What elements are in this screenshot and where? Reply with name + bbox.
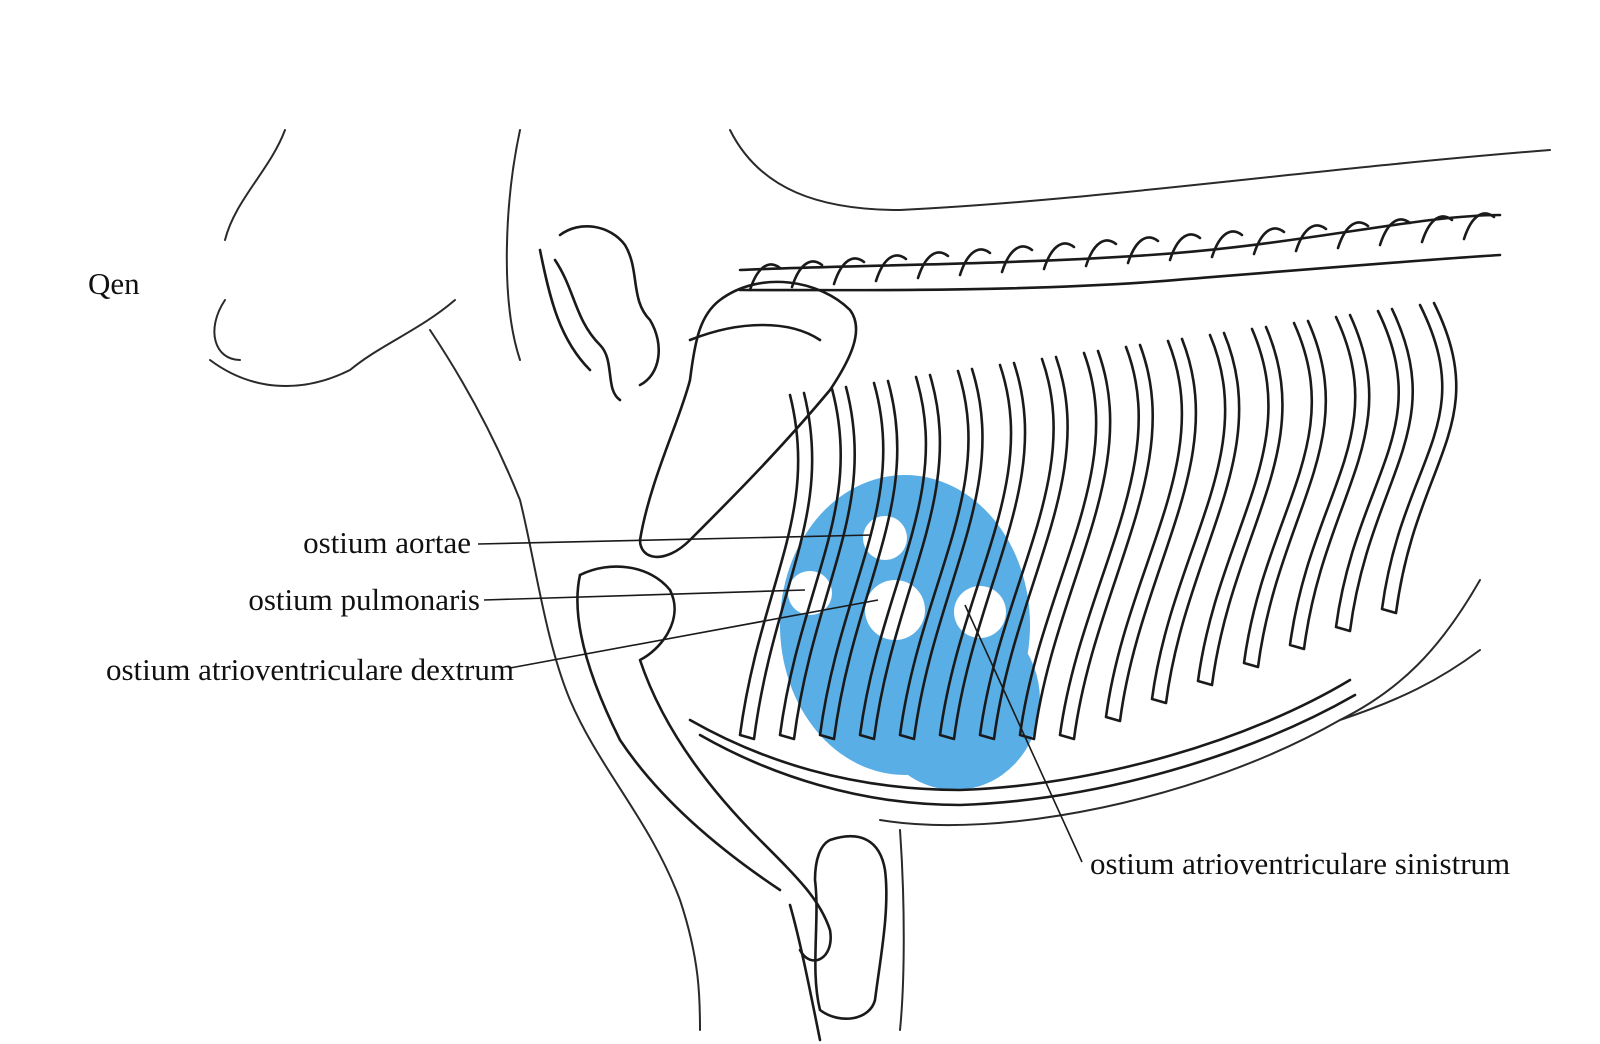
rib (1018, 349, 1112, 741)
rib (938, 361, 1027, 741)
spinous-process (1462, 212, 1496, 241)
flank-line (1339, 649, 1481, 721)
foreleg (576, 565, 888, 1042)
rib (1288, 313, 1371, 651)
vertebra-c1 (558, 225, 661, 387)
sternum (688, 678, 1357, 807)
spinous-process (874, 254, 908, 283)
belly-line (879, 579, 1481, 827)
spinous-process (832, 257, 866, 286)
sternum-upper (688, 678, 1352, 792)
figure-title: Qen (88, 266, 140, 301)
spine-lower (738, 253, 1502, 292)
back-line (729, 129, 1551, 212)
ostium-dextrum-spot (865, 580, 925, 640)
spinous-process (790, 260, 824, 289)
leader-sinistrum (964, 604, 1083, 863)
rib (1058, 343, 1155, 741)
label-ostium-atrioventriculare-dextrum: ostium atrioventriculare dextrum (105, 652, 514, 687)
throat-line (209, 299, 456, 387)
rib (738, 391, 814, 741)
spinous-process (1336, 221, 1370, 250)
forearm-line (788, 903, 822, 1042)
spinous-process (1000, 245, 1034, 274)
spinous-process (1378, 218, 1412, 247)
spinous-process (1210, 230, 1244, 259)
spinous-process (916, 251, 950, 280)
label-ostium-atrioventriculare-sinistrum: ostium atrioventriculare sinistrum (1090, 846, 1511, 881)
rib (1334, 307, 1415, 633)
spinous-process (1252, 227, 1286, 256)
radius (813, 835, 888, 1020)
sternum-lower (698, 693, 1357, 807)
neck-crest (505, 129, 521, 361)
vertebra-c3 (538, 248, 592, 372)
leader-aortae (477, 534, 873, 545)
scapula-blade (638, 280, 858, 559)
rib (818, 379, 899, 741)
humerus (578, 565, 832, 962)
heart-area (780, 475, 1040, 790)
spinous-process (1294, 224, 1328, 253)
scapula (638, 280, 858, 559)
elbow-line (899, 829, 905, 1031)
rib (858, 373, 942, 741)
thoracic-spine (738, 212, 1502, 292)
vertebra-c2 (553, 258, 622, 402)
spinous-process (1042, 242, 1076, 271)
spinous-process (1084, 239, 1118, 268)
rib (978, 355, 1069, 741)
body-outline (209, 129, 1551, 1031)
rib (898, 367, 984, 741)
rib (1150, 331, 1241, 705)
leader-lines (477, 534, 1083, 863)
rib (778, 385, 857, 741)
rib (1196, 325, 1284, 687)
leader-pulmonaris (483, 589, 806, 601)
ostium-sinistrum-spot (954, 586, 1006, 638)
spine-upper (738, 213, 1502, 272)
ostium-pulmonaris-spot (788, 571, 832, 615)
humerus-front (576, 573, 782, 892)
label-ostium-aortae: ostium aortae (303, 525, 471, 560)
mane-line (224, 129, 286, 241)
jaw-curve (213, 299, 241, 361)
leader-dextrum (509, 599, 879, 669)
spinous-process (1420, 215, 1454, 244)
spinous-process (1126, 236, 1160, 265)
rib (1104, 337, 1198, 723)
scapula-spine (688, 323, 822, 342)
neck-chest-outline (429, 329, 701, 1031)
ribs (738, 301, 1458, 741)
rib (1242, 319, 1328, 669)
spinous-process (1168, 233, 1202, 262)
spinous-process (958, 248, 992, 277)
cervical-vertebrae (538, 225, 661, 402)
rib (1380, 301, 1458, 615)
label-ostium-pulmonaris: ostium pulmonaris (248, 582, 480, 617)
